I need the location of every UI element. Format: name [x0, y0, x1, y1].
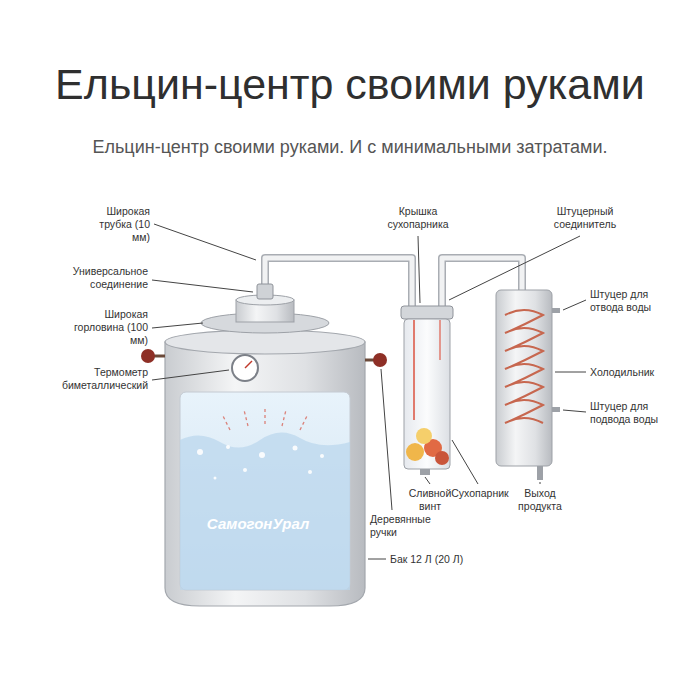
part-label: Деревянные ручки: [370, 513, 440, 539]
part-label: Сливной винт: [408, 487, 452, 513]
pipe: [265, 258, 522, 306]
dry-steamer: [401, 306, 453, 475]
part-label: Широкая горловина (100 мм): [62, 308, 148, 347]
part-label: Штуцерный соединитель: [543, 205, 627, 231]
page-title: Ельцин-центр своими руками: [0, 58, 700, 112]
watermark: СамогонУрал: [188, 515, 328, 534]
part-label: Термометр биметаллический: [48, 366, 148, 392]
part-label: Штуцер для подвода воды: [590, 400, 670, 426]
leader-line: [152, 224, 586, 559]
part-label: Универсальное соединение: [53, 265, 148, 291]
tank: [141, 284, 387, 606]
part-label: Бак 12 Л (20 Л): [390, 553, 500, 566]
part-label: Сухопарник: [449, 487, 511, 500]
part-label: Холодильник: [590, 366, 680, 379]
part-label: Широкая трубка (10 мм): [88, 205, 150, 244]
page-subtitle: Ельцин-центр своими руками. И с минималь…: [0, 136, 700, 159]
part-label: Выход продукта: [514, 487, 566, 513]
part-label: Штуцер для отвода воды: [590, 288, 670, 314]
cooler: [496, 290, 560, 480]
part-label: Крышка сухопарника: [376, 205, 460, 231]
